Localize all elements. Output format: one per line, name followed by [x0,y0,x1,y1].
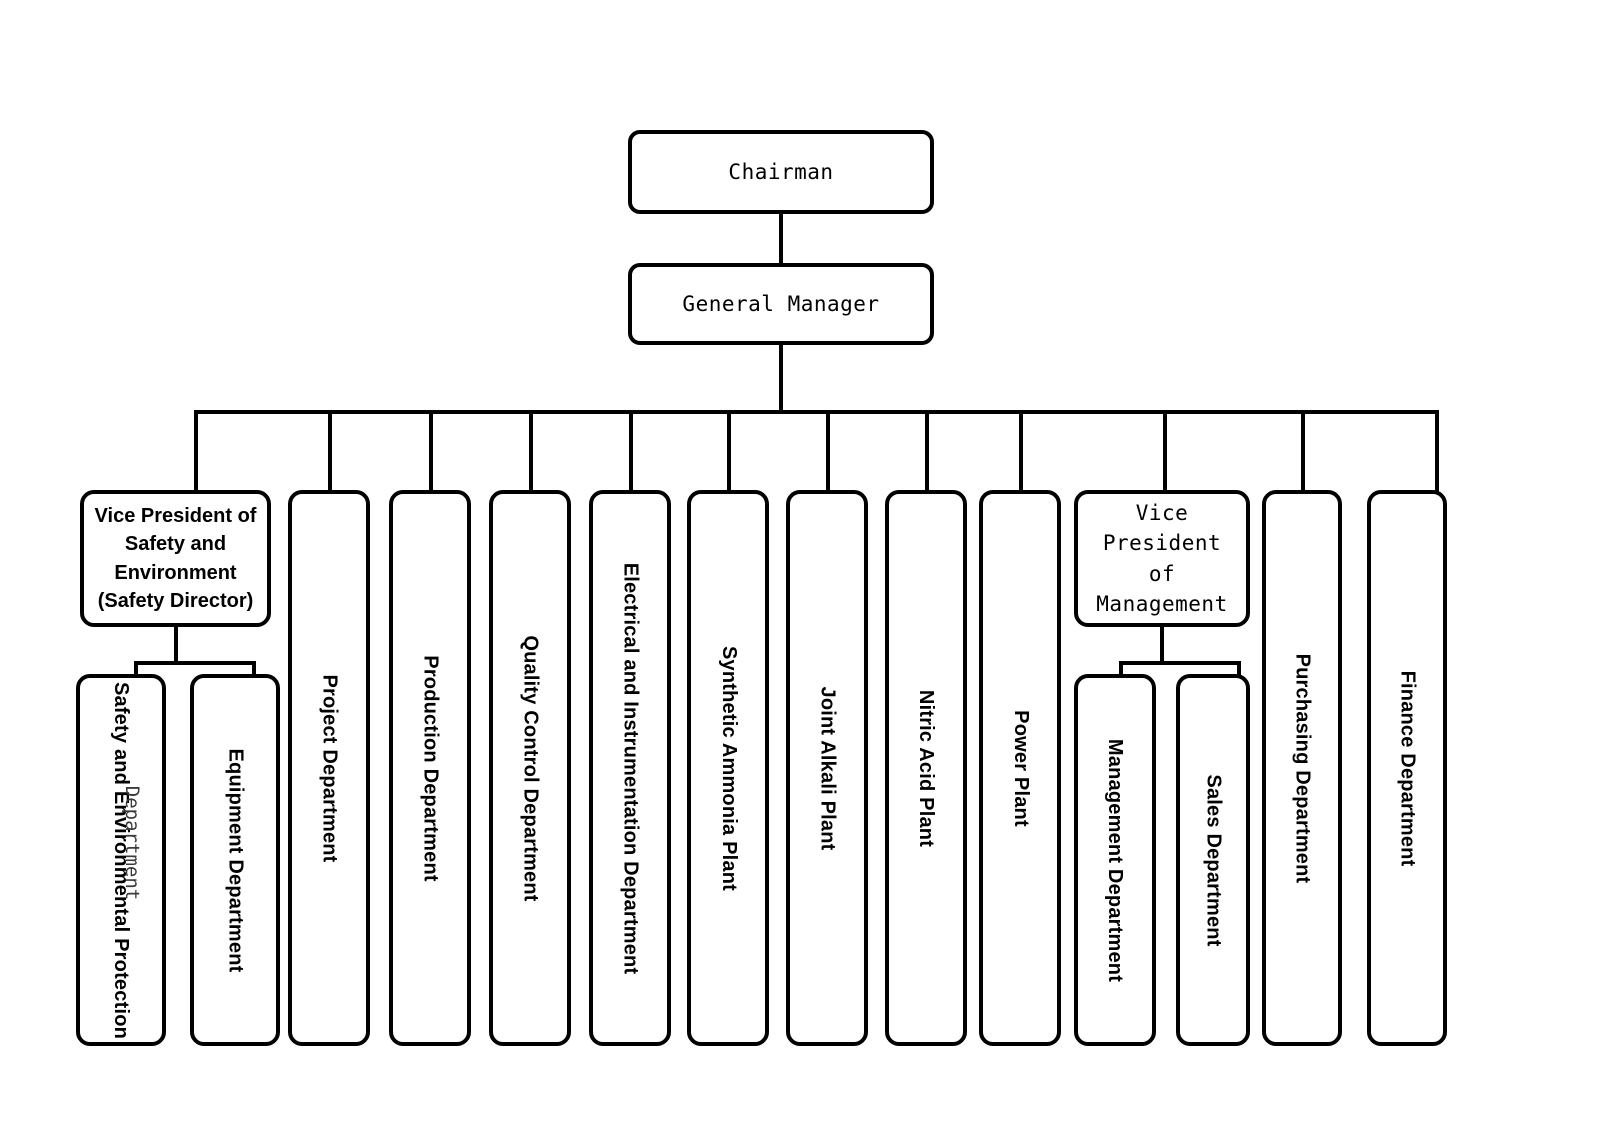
drop-production [429,410,433,492]
node-vp-safety[interactable]: Vice President of Safety and Environment… [80,490,271,627]
power-label-wrap: Power Plant [983,494,1057,1042]
drop-project [328,410,332,492]
node-safety-environmental-protection-department[interactable]: Safety and Environmental Protection Depa… [76,674,166,1046]
drop-alkali [826,410,830,492]
drop-management-dept [1119,661,1123,676]
drop-sales-dept [1237,661,1241,676]
node-safety-environmental-protection-department-ghost: Department [121,785,144,901]
node-management-department[interactable]: Management Department [1074,674,1156,1046]
management-label-wrap: Management Department [1078,678,1152,1042]
node-vp-management[interactable]: Vice President of Management [1074,490,1250,627]
node-production-department[interactable]: Production Department [389,490,471,1046]
drop-safety-env-dept [134,661,138,676]
drop-power [1019,410,1023,492]
node-vp-management-label: Vice President of Management [1096,500,1228,616]
node-synthetic-ammonia-plant-label: Synthetic Ammonia Plant [717,645,740,891]
equipment-label-wrap: Equipment Department [194,678,276,1042]
drop-nitric [925,410,929,492]
drop-purchasing [1301,410,1305,492]
nitric-label-wrap: Nitric Acid Plant [889,494,963,1042]
node-nitric-acid-plant[interactable]: Nitric Acid Plant [885,490,967,1046]
node-joint-alkali-plant-label: Joint Alkali Plant [816,685,839,851]
finance-label-wrap: Finance Department [1371,494,1443,1042]
node-general-manager-label: General Manager [682,291,880,316]
production-label-wrap: Production Department [393,494,467,1042]
node-purchasing-department[interactable]: Purchasing Department [1262,490,1342,1046]
project-label-wrap: Project Department [292,494,366,1042]
node-equipment-department-label: Equipment Department [224,747,247,973]
node-project-department-label: Project Department [318,673,341,863]
electrical-label-wrap: Electrical and Instrumentation Departmen… [593,494,667,1042]
node-finance-department[interactable]: Finance Department [1367,490,1447,1046]
node-finance-department-label: Finance Department [1396,670,1419,866]
drop-vp-management [1163,410,1167,492]
node-synthetic-ammonia-plant[interactable]: Synthetic Ammonia Plant [687,490,769,1046]
connector-gm-to-bus [779,343,783,414]
node-power-plant[interactable]: Power Plant [979,490,1061,1046]
node-chairman[interactable]: Chairman [628,130,934,214]
drop-equipment-dept [252,661,256,676]
drop-vp-safety [194,410,198,492]
connector-vp-management-down [1160,627,1164,663]
node-quality-control-department-label: Quality Control Department [519,634,542,902]
ammonia-label-wrap: Synthetic Ammonia Plant [691,494,765,1042]
node-sales-department-label: Sales Department [1202,773,1225,947]
alkali-label-wrap: Joint Alkali Plant [790,494,864,1042]
node-general-manager[interactable]: General Manager [628,263,934,345]
node-quality-control-department[interactable]: Quality Control Department [489,490,571,1046]
vp-management-sub-bus [1119,661,1241,665]
connector-vp-safety-down [174,627,178,663]
node-chairman-label: Chairman [728,159,834,184]
node-nitric-acid-plant-label: Nitric Acid Plant [915,689,938,847]
node-production-department-label: Production Department [419,654,442,882]
main-bus-line [196,410,1439,414]
vp-safety-sub-bus [134,661,256,665]
node-joint-alkali-plant[interactable]: Joint Alkali Plant [786,490,868,1046]
sales-label-wrap: Sales Department [1180,678,1246,1042]
drop-electrical [629,410,633,492]
drop-quality [529,410,533,492]
node-electrical-instrumentation-department-label: Electrical and Instrumentation Departmen… [619,562,642,974]
node-management-department-label: Management Department [1104,738,1127,982]
node-vp-safety-label: Vice President of Safety and Environment… [94,504,257,612]
purchasing-label-wrap: Purchasing Department [1266,494,1338,1042]
quality-label-wrap: Quality Control Department [493,494,567,1042]
node-project-department[interactable]: Project Department [288,490,370,1046]
node-electrical-instrumentation-department[interactable]: Electrical and Instrumentation Departmen… [589,490,671,1046]
node-purchasing-department-label: Purchasing Department [1291,653,1314,883]
node-power-plant-label: Power Plant [1009,709,1032,827]
node-sales-department[interactable]: Sales Department [1176,674,1250,1046]
drop-ammonia [727,410,731,492]
node-equipment-department[interactable]: Equipment Department [190,674,280,1046]
drop-finance [1435,410,1439,492]
connector-chairman-to-gm [779,212,783,264]
